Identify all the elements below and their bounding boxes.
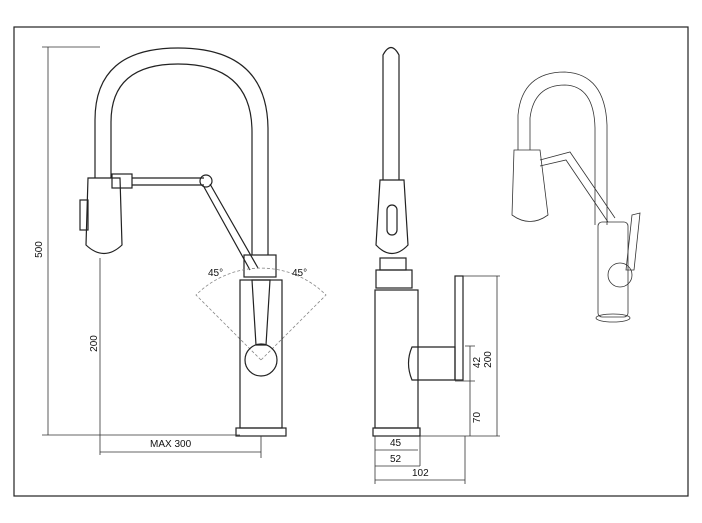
frame-border <box>13 26 689 497</box>
side-horizontal-dims <box>374 436 466 484</box>
diagonal-arm <box>203 183 259 271</box>
persp-arm <box>539 151 616 223</box>
rotation-arc <box>195 267 327 361</box>
persp-base <box>595 313 631 323</box>
side-button <box>386 204 398 236</box>
arm-joint <box>199 174 213 188</box>
side-collar <box>375 269 413 289</box>
lever <box>251 279 271 346</box>
dim-42-label: 42 <box>472 356 484 369</box>
persp-lever <box>625 212 641 271</box>
support-arm <box>132 177 204 186</box>
collar <box>243 254 277 278</box>
perspective-view <box>511 71 641 323</box>
arm-clamp <box>111 173 133 189</box>
persp-head <box>511 149 549 222</box>
persp-body <box>597 221 629 318</box>
spout-inner <box>110 63 253 255</box>
persp-handle <box>607 262 633 288</box>
dim-max300-line <box>100 436 262 458</box>
side-lever <box>454 275 464 381</box>
side-handle <box>407 346 456 381</box>
spray-head <box>85 177 123 255</box>
side-vertical-dims <box>420 275 500 437</box>
handle-knob <box>244 343 278 377</box>
spout-outer <box>94 47 269 255</box>
dim-max300-label: MAX 300 <box>150 439 192 450</box>
dim-45-label: 45 <box>390 438 402 449</box>
side-body <box>374 289 419 429</box>
side-spout <box>382 46 400 180</box>
dim-200-label: 200 <box>88 335 100 352</box>
side-view <box>372 46 500 484</box>
dim-200-side-label: 200 <box>482 351 494 368</box>
side-base <box>372 427 421 437</box>
dim-102-label: 102 <box>412 468 429 479</box>
angle-right-label: 45° <box>292 268 308 279</box>
side-spray-head <box>375 179 409 255</box>
dim-500-line <box>42 46 240 436</box>
angle-left-label: 45° <box>208 268 224 279</box>
dim-500-label: 500 <box>33 241 45 258</box>
persp-spout <box>517 71 608 225</box>
base <box>235 427 287 437</box>
dim-70-label: 70 <box>472 411 484 424</box>
side-collar-top <box>379 257 407 271</box>
front-view <box>42 46 327 458</box>
dim-52-label: 52 <box>390 454 402 465</box>
spray-button <box>79 199 89 231</box>
